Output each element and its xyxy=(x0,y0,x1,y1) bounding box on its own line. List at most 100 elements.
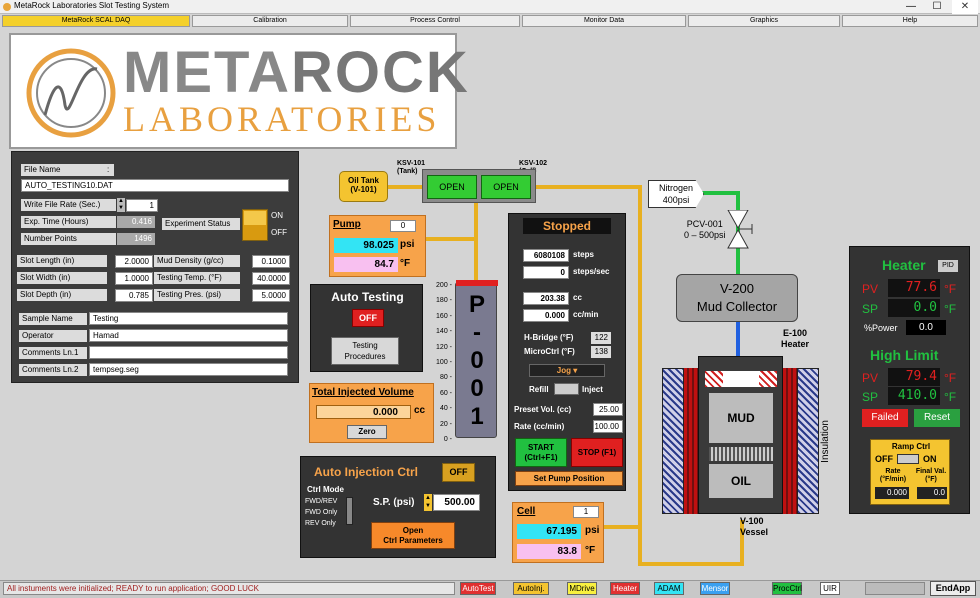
sp-input[interactable]: 500.00 xyxy=(433,494,480,511)
pipe-vessel-bottom xyxy=(638,562,744,566)
pipe-tank-ksv101 xyxy=(386,185,426,189)
injected-volume-unit: cc xyxy=(414,405,426,416)
heater-pv-value: 77.6 xyxy=(888,279,940,297)
end-app-button[interactable]: EndApp xyxy=(930,581,976,596)
heater-sp-unit: °F xyxy=(944,302,957,316)
start-button[interactable]: START (Ctrl+F1) xyxy=(515,438,567,467)
sp-psi-label: S.P. (psi) xyxy=(373,497,415,508)
ramp-final-input[interactable]: 0.0 xyxy=(917,487,947,499)
sample-name-label: Sample Name xyxy=(19,313,87,325)
tab-scal-daq[interactable]: MetaRock SCAL DAQ xyxy=(2,15,190,27)
stop-button[interactable]: STOP (F1) xyxy=(571,438,623,467)
indicator-heater: Heater xyxy=(610,582,640,595)
testing-temp-input[interactable]: 40.0000 xyxy=(252,272,290,285)
slot-length-input[interactable]: 2.0000 xyxy=(115,255,153,268)
heater-sp-label: SP xyxy=(862,302,879,316)
maximize-button[interactable]: ☐ xyxy=(932,1,942,12)
write-rate-spinner[interactable]: ▲▼ xyxy=(117,198,125,212)
p001-tick-label: 80 - xyxy=(439,374,452,382)
steps-value: 6080108 xyxy=(523,249,569,262)
auto-testing-title: Auto Testing xyxy=(331,290,404,304)
ctrl-mode-slider[interactable] xyxy=(346,497,353,525)
pid-button[interactable]: PID xyxy=(938,260,958,272)
steps-per-sec-unit: steps/sec xyxy=(573,267,610,276)
heater-sp-value[interactable]: 0.0 xyxy=(888,299,940,317)
sample-name-input[interactable]: Testing xyxy=(89,312,288,325)
slot-width-input[interactable]: 1.0000 xyxy=(115,272,153,285)
auto-injection-toggle[interactable]: OFF xyxy=(442,463,475,482)
sp-spinner[interactable]: ▲▼ xyxy=(424,494,432,511)
p001-letter: P xyxy=(468,291,485,318)
mud-density-label: Mud Density (g/cc) xyxy=(154,255,240,267)
power-value: 0.0 xyxy=(906,320,946,335)
experiment-status-toggle[interactable] xyxy=(242,209,268,241)
rate-input[interactable]: 100.00 xyxy=(593,420,623,433)
testing-pres-input[interactable]: 5.0000 xyxy=(252,289,290,302)
cell-psi-unit: psi xyxy=(585,525,600,536)
ramp-rate-input[interactable]: 0.000 xyxy=(875,487,909,499)
hl-pv-value: 79.4 xyxy=(888,368,940,386)
write-rate-input[interactable]: 1 xyxy=(126,199,158,212)
ksv101-open-button[interactable]: OPEN xyxy=(427,175,477,199)
file-name-label: File Name xyxy=(21,164,114,176)
hbridge-value: 122 xyxy=(591,332,611,344)
tab-graphics[interactable]: Graphics xyxy=(688,15,840,27)
slot-depth-input[interactable]: 0.785 xyxy=(115,289,153,302)
file-name-input[interactable]: AUTO_TESTING10.DAT xyxy=(21,179,289,192)
hl-pv-unit: °F xyxy=(944,371,957,385)
pump-status: Stopped xyxy=(523,218,611,234)
reset-button[interactable]: Reset xyxy=(914,409,960,427)
cell-temp-value: 83.8 xyxy=(517,544,581,559)
heater-panel: Heater PID PV 77.6 °F SP 0.0 °F %Power 0… xyxy=(849,246,970,514)
comments2-input[interactable]: tempseg.seg xyxy=(89,363,288,376)
tab-monitor-data[interactable]: Monitor Data xyxy=(522,15,686,27)
p001-letter: 0 xyxy=(470,347,484,374)
open-ctrl-params-button[interactable]: Open Ctrl Parameters xyxy=(371,522,455,549)
hl-sp-value[interactable]: 410.0 xyxy=(888,387,940,405)
set-pump-position-button[interactable]: Set Pump Position xyxy=(515,471,623,486)
minimize-button[interactable]: — xyxy=(906,1,916,12)
p001-tick-label: 200 - xyxy=(436,282,452,289)
cc-value: 203.38 xyxy=(523,292,569,305)
ctrl-mode-label: Ctrl Mode xyxy=(307,485,344,494)
cell-temp-unit: °F xyxy=(585,545,596,556)
ramp-switch[interactable] xyxy=(897,454,919,464)
jog-dropdown[interactable]: Jog ▾ xyxy=(529,364,605,377)
zero-button[interactable]: Zero xyxy=(347,425,387,439)
chevron-down-icon: ▾ xyxy=(573,366,578,375)
refill-inject-switch[interactable] xyxy=(554,383,579,395)
tab-process-control[interactable]: Process Control xyxy=(350,15,520,27)
auto-testing-toggle[interactable]: OFF xyxy=(352,309,384,327)
mud-chamber: MUD xyxy=(709,393,773,443)
slot-depth-label: Slot Depth (in) xyxy=(17,289,107,301)
ksv102-open-button[interactable]: OPEN xyxy=(481,175,531,199)
preset-vol-input[interactable]: 25.00 xyxy=(593,403,623,416)
p001-letter: 0 xyxy=(470,375,484,402)
mud-density-input[interactable]: 0.1000 xyxy=(252,255,290,268)
hl-pv-label: PV xyxy=(862,371,879,385)
auto-testing-panel: Auto Testing OFF Testing Procedures xyxy=(310,284,423,372)
status-on-label: ON xyxy=(271,211,283,220)
auto-injection-title: Auto Injection Ctrl xyxy=(314,465,418,479)
ramp-final-label: Final Val. (°F) xyxy=(915,468,947,483)
tab-calibration[interactable]: Calibration xyxy=(192,15,348,27)
heater-pv-unit: °F xyxy=(944,282,957,296)
pipe-ksv102-cell xyxy=(532,185,642,189)
indicator-mensor: Mensor xyxy=(700,582,730,595)
rate-label: Rate (cc/min) xyxy=(514,422,565,431)
p001-tick-label: 180 - xyxy=(436,297,452,305)
steps-unit: steps xyxy=(573,250,594,259)
tab-help[interactable]: Help xyxy=(842,15,978,27)
inject-label: Inject xyxy=(582,385,603,394)
ramp-ctrl-panel: Ramp Ctrl OFF ON Rate (°F/min) Final Val… xyxy=(870,439,950,505)
testing-procedures-button[interactable]: Testing Procedures xyxy=(331,337,399,365)
close-button[interactable]: ✕ xyxy=(952,0,978,14)
operator-input[interactable]: Hamad xyxy=(89,329,288,342)
cell-number: 1 xyxy=(573,506,599,518)
pump-control-panel: Stopped 6080108 steps 0 steps/sec 203.38… xyxy=(508,213,626,491)
comments1-input[interactable] xyxy=(89,346,288,359)
injected-volume-title: Total Injected Volume xyxy=(312,387,414,398)
hl-sp-label: SP xyxy=(862,390,879,404)
exp-time-value: 0.416 xyxy=(117,216,155,228)
insulation-right xyxy=(797,368,819,514)
